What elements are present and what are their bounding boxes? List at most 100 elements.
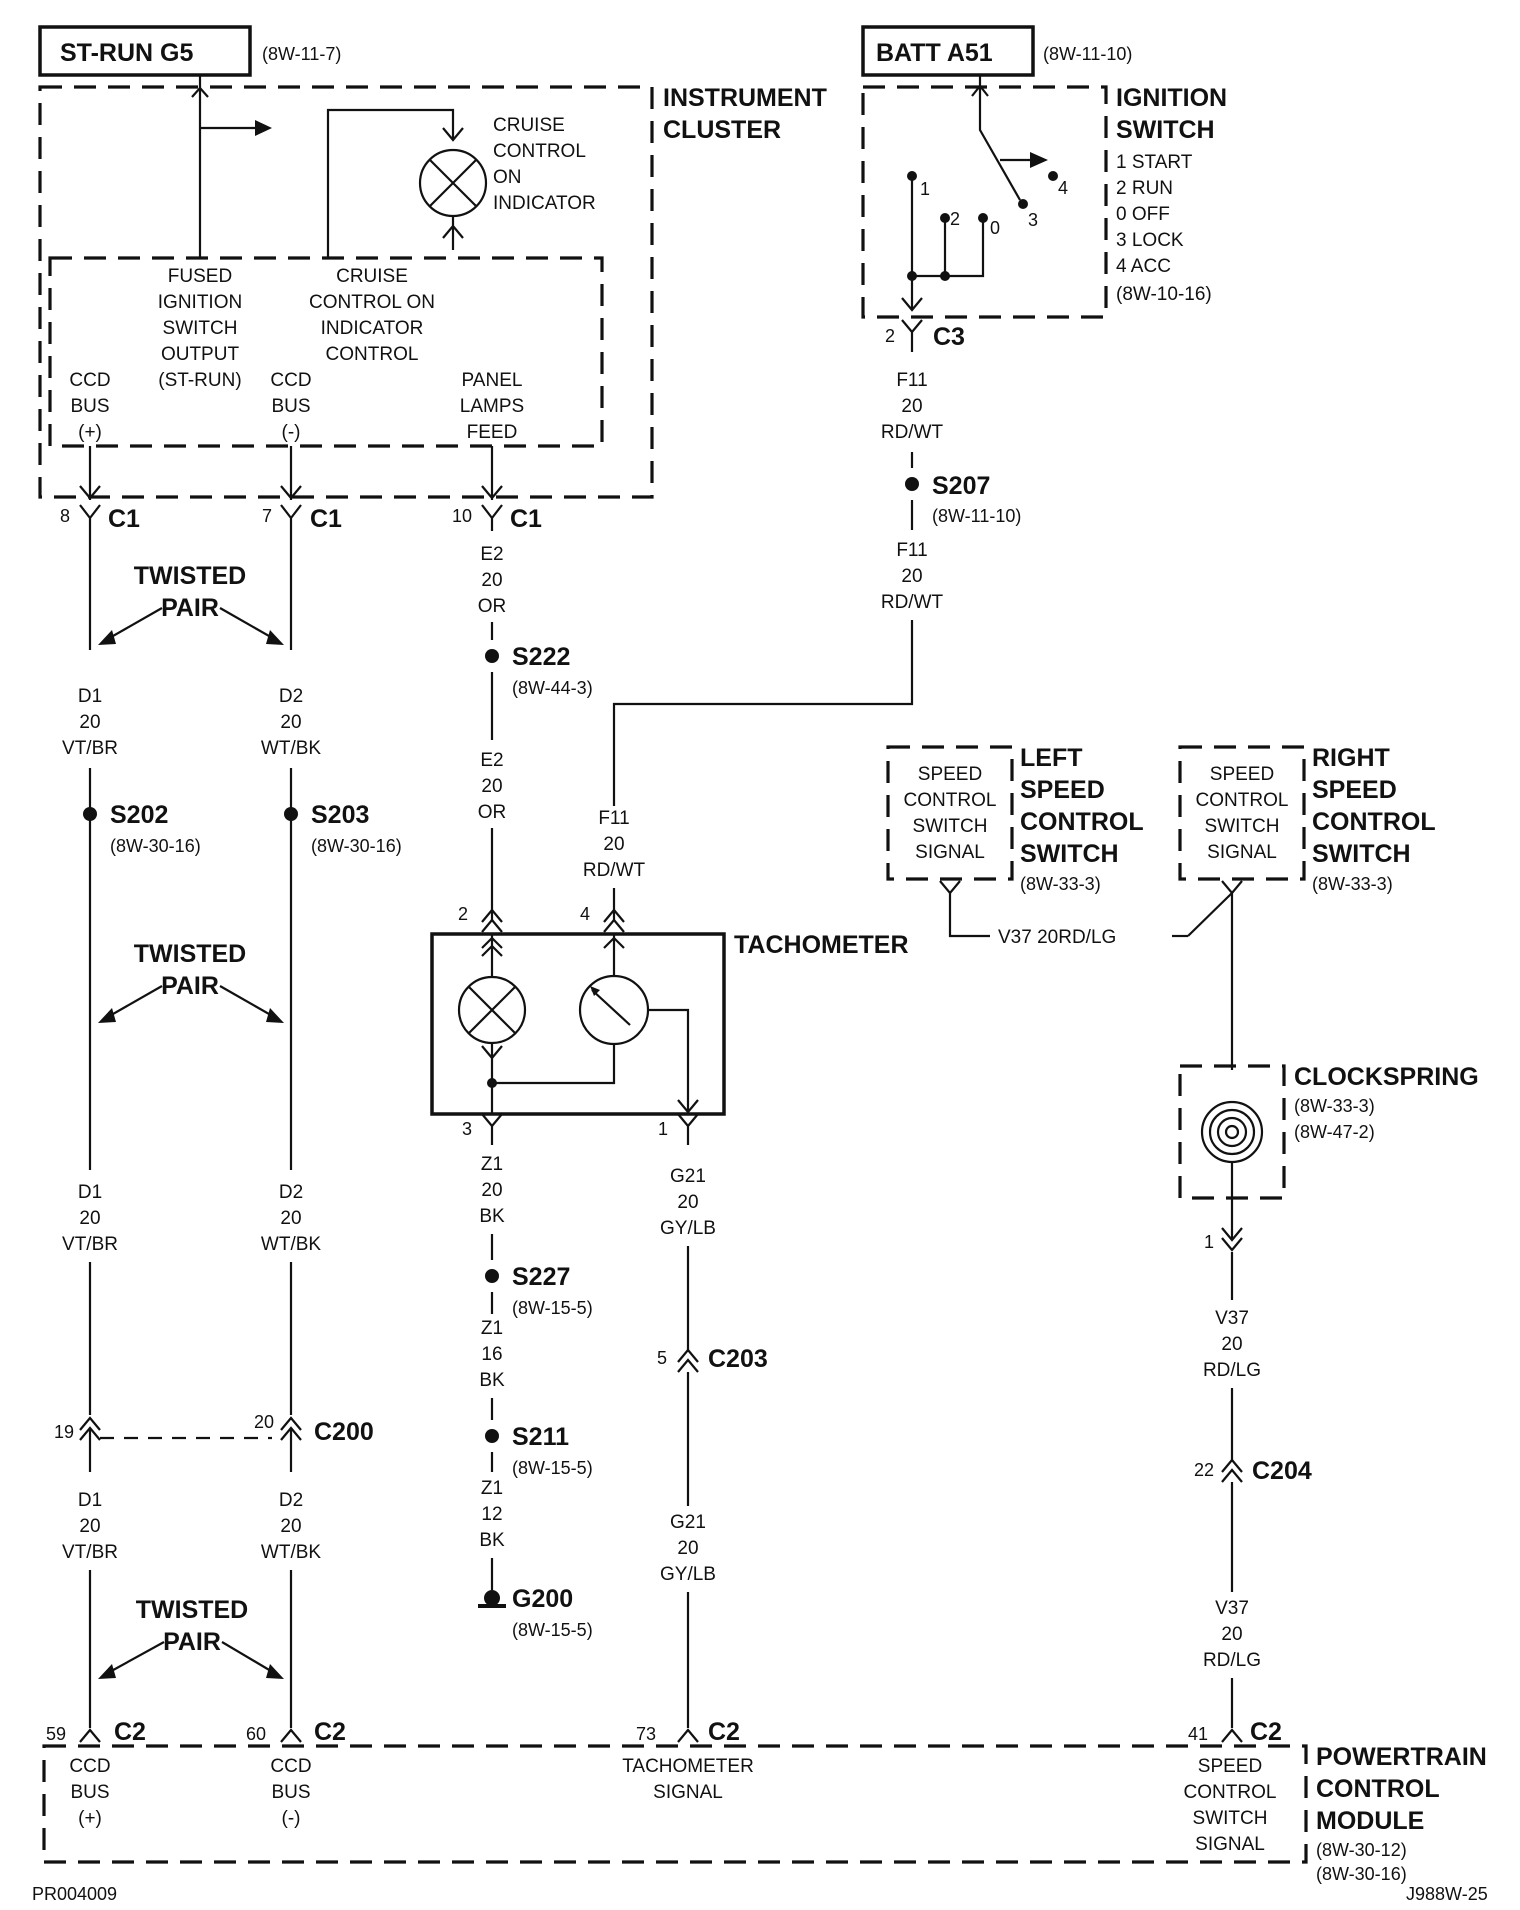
f11-c-2: 20 — [603, 834, 624, 855]
v37-mid-label: V37 20RD/LG — [998, 927, 1116, 948]
pcm-tach-1: TACHOMETER — [622, 1756, 754, 1777]
pcm-label-1: POWERTRAIN — [1316, 1743, 1487, 1771]
cc-ctrl-l4: CONTROL — [326, 344, 419, 365]
v37-b-3: RD/LG — [1203, 1650, 1261, 1671]
right-sig-3: SWITCH — [1205, 816, 1280, 837]
ign-pos-3: 3 LOCK — [1116, 230, 1184, 251]
left-sw-2: SPEED — [1020, 776, 1105, 804]
clock-out-pin: 1 — [1204, 1232, 1214, 1252]
batt-label: BATT A51 — [876, 39, 993, 67]
fused-l4: OUTPUT — [161, 344, 240, 365]
d2-bot-2: 20 — [280, 1516, 301, 1537]
arrow-icon — [98, 630, 116, 645]
c2a-pin: 59 — [46, 1724, 66, 1744]
d2-mid-1: D2 — [279, 1182, 303, 1203]
c1b-name: C1 — [310, 505, 342, 533]
tach-output-connectors-icon — [481, 1113, 699, 1145]
d2-bot-3: WT/BK — [261, 1542, 321, 1563]
ccd-pos-l2: BUS — [70, 396, 109, 417]
c2b-pin: 60 — [246, 1724, 266, 1744]
c1a-pin: 8 — [60, 506, 70, 526]
arrow-icon — [266, 630, 284, 645]
c1c-name: C1 — [510, 505, 542, 533]
right-switch-join-wire — [1187, 892, 1233, 937]
cruise-ind-l1: CRUISE — [493, 115, 565, 136]
ground-icon — [478, 1590, 506, 1608]
ign-label-1: IGNITION — [1116, 84, 1227, 112]
cruise-ind-l3: ON — [493, 167, 522, 188]
fused-l2: IGNITION — [158, 292, 242, 313]
z1-b-2: 16 — [481, 1344, 502, 1365]
twisted-mid-1: TWISTED — [134, 940, 247, 968]
ign-num-1: 1 — [920, 179, 930, 199]
tachometer-input-connectors-icon — [481, 908, 625, 933]
c200b-pin: 20 — [254, 1412, 274, 1432]
ignition-switch-boundary — [861, 85, 1108, 319]
v37-a-1: V37 — [1215, 1308, 1249, 1329]
f11-a-1: F11 — [896, 370, 927, 391]
d2-mid-3: WT/BK — [261, 1234, 321, 1255]
c1c-pin: 10 — [452, 506, 472, 526]
e2-bot-2: 20 — [481, 776, 502, 797]
ccd-neg-l2: BUS — [271, 396, 310, 417]
right-sig-1: SPEED — [1210, 764, 1274, 785]
s202-ref: (8W-30-16) — [110, 836, 201, 856]
f11-a-2: 20 — [901, 396, 922, 417]
d2-top-1: D2 — [279, 686, 303, 707]
z1-b-3: BK — [479, 1370, 505, 1391]
left-sw-1: LEFT — [1020, 744, 1083, 772]
g200-ref: (8W-15-5) — [512, 1620, 593, 1640]
cluster-module-boundary — [48, 256, 604, 448]
c3-pin: 2 — [885, 326, 895, 346]
left-sw-4: SWITCH — [1020, 840, 1119, 868]
f11-c-3: RD/WT — [583, 860, 646, 881]
g200-name: G200 — [512, 1585, 573, 1613]
cruise-indicator-lamp-icon — [418, 127, 488, 250]
c2c-name: C2 — [708, 1718, 740, 1746]
s211-name: S211 — [512, 1423, 569, 1451]
f11-c-1: F11 — [598, 808, 629, 829]
clockspring-icon — [1200, 1100, 1264, 1164]
ign-pos-0: 1 START — [1116, 152, 1193, 173]
ign-num-0: 0 — [990, 218, 1000, 238]
ccd-neg-l3: (-) — [282, 422, 301, 443]
cc-ctrl-l3: INDICATOR — [321, 318, 424, 339]
s207-name: S207 — [932, 472, 990, 500]
d1-top-2: 20 — [79, 712, 100, 733]
cruise-ind-l2: CONTROL — [493, 141, 586, 162]
ign-num-3: 3 — [1028, 210, 1038, 230]
ign-num-4: 4 — [1058, 178, 1068, 198]
v37-b-2: 20 — [1221, 1624, 1242, 1645]
panel-l3: FEED — [467, 422, 518, 443]
left-sig-1: SPEED — [918, 764, 982, 785]
s222-ref: (8W-44-3) — [512, 678, 593, 698]
st-run-ref: (8W-11-7) — [262, 44, 341, 64]
clock-ref-2: (8W-47-2) — [1294, 1122, 1375, 1142]
right-sig-4: SIGNAL — [1207, 842, 1277, 863]
z1-a-1: Z1 — [481, 1154, 503, 1175]
f11-a-3: RD/WT — [881, 422, 944, 443]
s203-name: S203 — [311, 801, 369, 829]
d2-top-3: WT/BK — [261, 738, 321, 759]
s222-name: S222 — [512, 643, 570, 671]
s211-ref: (8W-15-5) — [512, 1458, 593, 1478]
twisted-top-2: PAIR — [161, 594, 219, 622]
z1-a-2: 20 — [481, 1180, 502, 1201]
left-sw-3: CONTROL — [1020, 808, 1144, 836]
c203-name: C203 — [708, 1345, 768, 1373]
d1-mid-3: VT/BR — [62, 1234, 118, 1255]
f11-b-3: RD/WT — [881, 592, 944, 613]
ign-num-2: 2 — [950, 209, 960, 229]
s227-ref: (8W-15-5) — [512, 1298, 593, 1318]
v37-a-3: RD/LG — [1203, 1360, 1261, 1381]
left-sig-2: CONTROL — [904, 790, 997, 811]
s207-ref: (8W-11-10) — [932, 506, 1021, 526]
ignition-switch-contacts-icon — [901, 75, 1058, 352]
c2c-pin: 73 — [636, 1724, 656, 1744]
tach-in4-pin: 4 — [580, 904, 590, 924]
pcm-ccd-pos-1: CCD — [69, 1756, 110, 1777]
z1-c-1: Z1 — [481, 1478, 503, 1499]
batt-ref: (8W-11-10) — [1043, 44, 1132, 64]
right-speed-switch-boundary — [1178, 745, 1306, 881]
